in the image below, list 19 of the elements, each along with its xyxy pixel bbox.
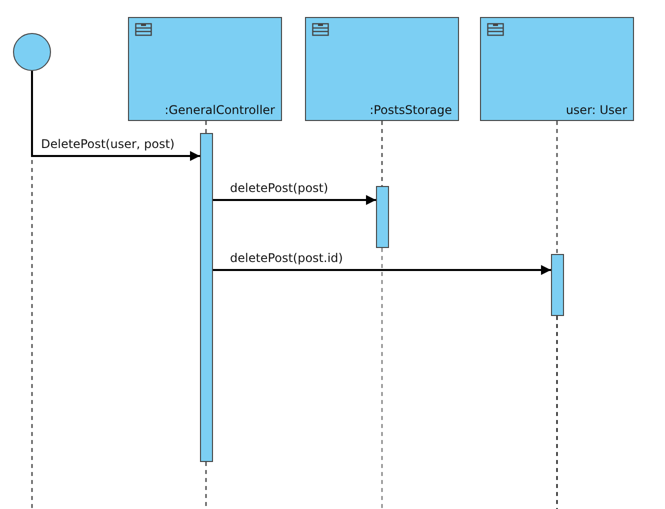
object-box xyxy=(480,17,634,121)
object-name: user: User xyxy=(566,103,627,117)
object-box xyxy=(128,17,282,121)
message-arrow xyxy=(213,195,376,205)
message-arrow xyxy=(31,71,200,161)
object-name: :PostsStorage xyxy=(370,103,452,117)
message-label: deletePost(post) xyxy=(229,181,330,195)
message-label: DeletePost(user, post) xyxy=(40,137,176,151)
message-label: deletePost(post.id) xyxy=(229,251,344,265)
message-arrow xyxy=(213,265,551,275)
activation-bar xyxy=(376,186,389,248)
lifeline xyxy=(381,121,383,186)
lifeline xyxy=(556,121,558,254)
object-box xyxy=(305,17,459,121)
object-name: :GeneralController xyxy=(164,103,275,117)
lifeline xyxy=(205,121,207,133)
actor-circle xyxy=(13,33,51,71)
activation-bar xyxy=(200,133,213,462)
activation-bar xyxy=(551,254,564,316)
